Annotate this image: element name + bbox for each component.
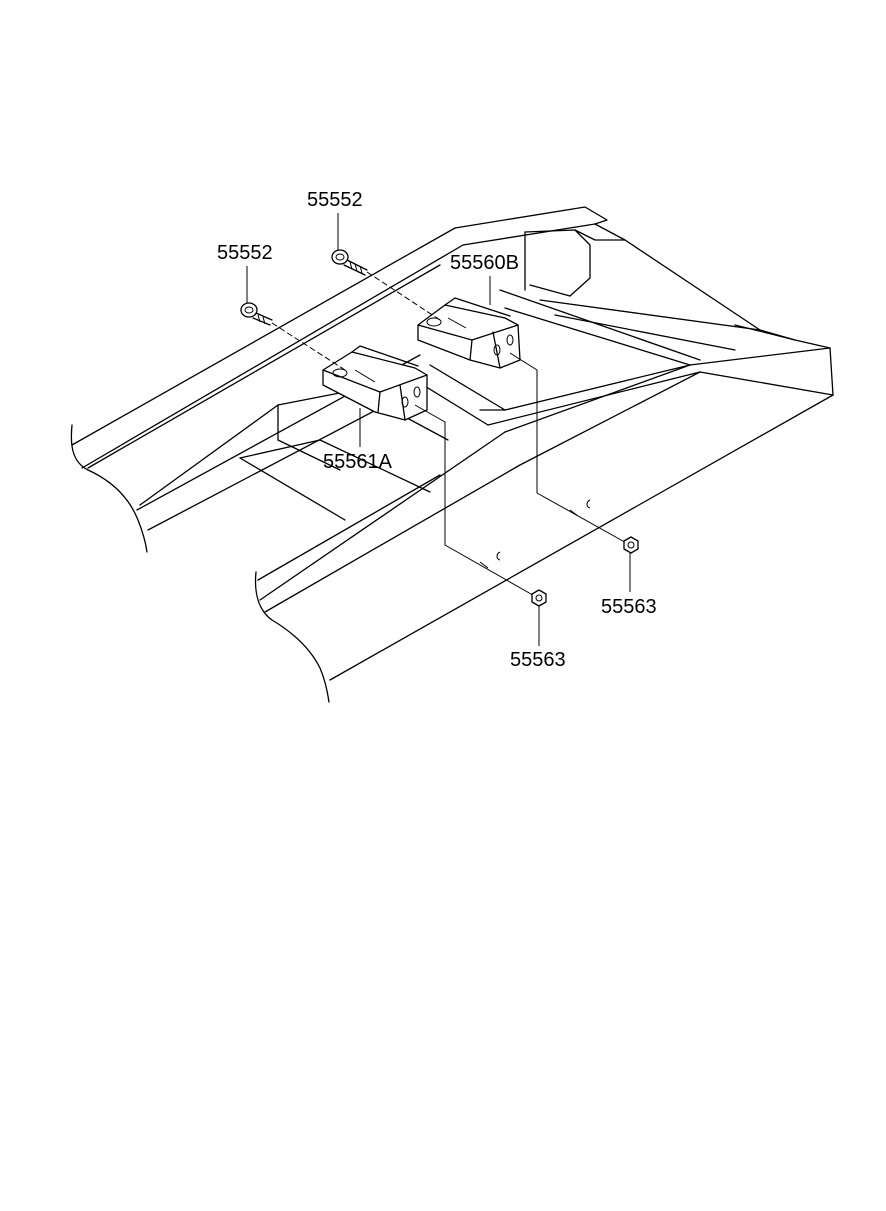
label-55561a: 55561A	[323, 451, 393, 473]
bolt-55552-rear	[331, 249, 441, 321]
label-55552-front: 55552	[217, 242, 273, 264]
bolt-55552-front	[240, 302, 346, 371]
crossmember-frame	[70, 206, 834, 703]
bracket-55561a	[322, 345, 428, 421]
stud-line-left	[414, 404, 539, 599]
nut-55563-right	[623, 536, 639, 554]
leader-lines	[246, 213, 631, 646]
nut-55563-left	[531, 589, 547, 607]
bracket-55560b	[417, 297, 521, 369]
stud-line-right	[509, 352, 631, 546]
label-55563-right: 55563	[601, 596, 657, 618]
label-55560b: 55560B	[450, 252, 519, 274]
label-55563-left: 55563	[510, 649, 566, 671]
label-55552-rear: 55552	[307, 189, 363, 211]
